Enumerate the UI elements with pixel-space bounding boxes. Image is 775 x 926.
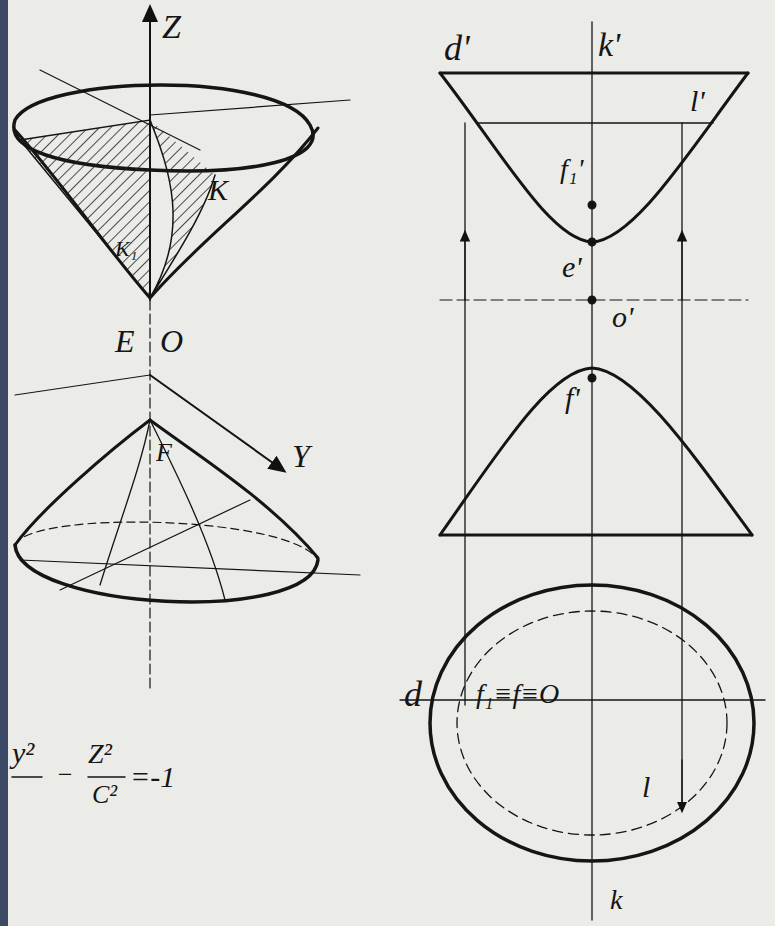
point-label: f₁≡f≡O (476, 680, 559, 708)
point-label: Y (292, 440, 310, 472)
point-label: o' (612, 302, 633, 332)
point-label: d' (444, 30, 470, 66)
point-label: k' (598, 28, 620, 62)
point-label: f₁' (560, 155, 584, 183)
point-label: d (404, 676, 422, 712)
point-label: =-1 (130, 762, 175, 792)
point-label: O (160, 325, 183, 357)
point-label: C² (92, 782, 117, 808)
point-label: K (208, 175, 228, 205)
point-label: − (56, 762, 74, 788)
point-label: K₁ (115, 238, 137, 260)
point-label: Z (162, 10, 181, 44)
point-label: l' (690, 86, 705, 116)
point-label: F (156, 440, 172, 466)
point-label: k (610, 886, 622, 914)
point-label: Z² (88, 740, 112, 768)
point-label: y² (12, 738, 34, 768)
point-label: e' (562, 252, 582, 282)
point-label: f' (565, 383, 580, 413)
point-label: l (642, 772, 650, 802)
point-label: E (115, 325, 135, 357)
